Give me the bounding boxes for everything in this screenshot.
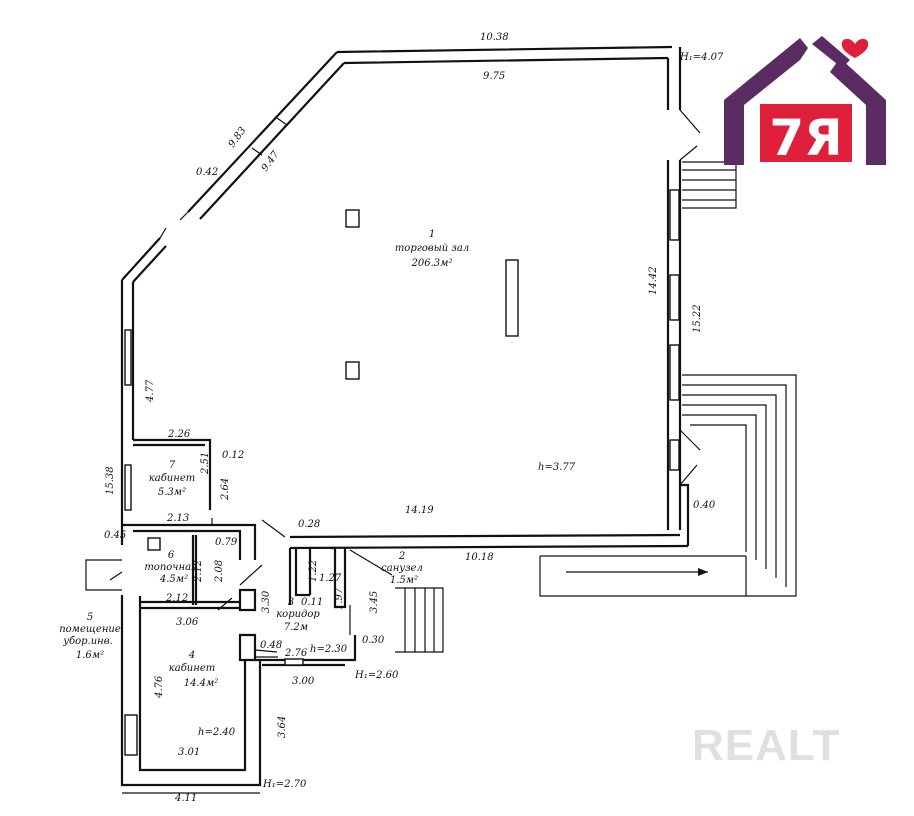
dim-label: 15.22 [692,304,703,333]
room-1-number: 1 [429,229,435,240]
dim-label: 14.19 [405,505,434,516]
dim-label: 3.64 [277,716,288,738]
room-2-number: 2 [398,551,405,562]
dim-label: 0.79 [215,537,238,548]
dim-label: 2.76 [284,648,308,659]
room-7-area: 5.3м² [158,487,186,498]
dim-label: 0.45 [104,530,126,541]
room-3-name: коридор [276,609,320,620]
room-7-name: кабинет [149,473,195,484]
dim-label: 2.51 [200,452,211,475]
logo-text-small: моя [781,77,828,102]
dim-label: 0.11 [301,597,323,608]
entrance-steps [395,161,797,653]
room-3-area: 7.2м [284,622,308,633]
dim-label: 3.30 [261,590,272,613]
dim-label: 10.38 [480,32,509,43]
height-labels: H₁=4.07 h=3.77 h=2.40 h=2.30 H₁=2.60 H₁=… [198,52,724,790]
dim-label: 15.38 [105,466,116,495]
dim-label: 1.22 [308,560,319,582]
room-6-area: 4.5м² [159,574,188,585]
dim-label: 4.76 [154,675,165,699]
exterior-walls [120,45,701,550]
room-labels: 1 торговый зал 206.3м² 2 санузел 1.5м² 3… [59,229,469,689]
room-5-number: 5 [87,612,93,623]
dim-label: 9.83 [227,125,249,149]
dim-label: 2.08 [214,560,225,583]
dim-label: 4.11 [174,793,197,804]
dim-label: 9.75 [483,71,505,82]
room-4-area: 14.4м² [184,678,219,689]
height-label: h=3.77 [538,462,576,473]
dim-label: 0.40 [693,500,716,511]
room-5-name-1: помещение [59,624,121,635]
dim-label: 9.47 [260,149,282,174]
dim-label: 0.12 [222,450,244,461]
dim-label: 10.18 [465,552,494,563]
room-5-area: 1.6м² [76,650,104,661]
display-counter [505,259,519,337]
dim-label: 1.27 [319,573,342,584]
dim-label: 0.42 [196,167,218,178]
dim-label: 0.30 [362,635,385,646]
dimension-labels: 10.38 9.75 9.83 9.47 0.42 14.42 15.22 4.… [104,32,716,804]
room-6-number: 6 [168,550,175,561]
realt-watermark: REALT [692,721,840,770]
dim-label: 1.97 [334,587,345,610]
dim-label: 2.12 [165,593,188,604]
room-1-area: 206.3м² [411,258,453,269]
dim-label: 0.28 [298,519,320,530]
height-label: H₁=2.60 [354,670,399,681]
logo-text-big: 7Я [769,109,842,167]
column-marker [345,361,360,380]
dim-label: 3.01 [178,747,200,758]
dim-label: 3.45 [369,591,380,613]
room-4-number: 4 [188,650,195,661]
room-1-name: торговый зал [395,243,469,254]
heart-icon [841,38,869,58]
dim-label: 2.64 [220,478,231,501]
room-2-area: 1.5м² [390,575,418,586]
dim-label: 2.12 [193,560,204,583]
moya-logo: моя 7Я [724,36,886,167]
height-label: H₁=4.07 [679,52,724,63]
column-marker [345,209,360,228]
dim-label: 3.06 [176,617,199,628]
service-rooms [85,438,393,787]
dim-label: 2.13 [166,513,189,524]
room-7-number: 7 [169,460,176,471]
dim-label: 3.00 [292,676,315,687]
dim-label: 14.42 [648,266,659,295]
dim-label: 0.48 [260,640,282,651]
hall-features [345,209,519,380]
room-4-name: кабинет [169,663,215,674]
height-label: H₁=2.70 [262,779,307,790]
dim-label: 4.77 [145,379,156,403]
height-label: h=2.40 [198,727,236,738]
room-2-name: санузел [381,563,423,574]
room-3-number: 3 [288,597,294,608]
height-label: h=2.30 [310,644,348,655]
room-5-name-2: убор.инв. [62,636,113,647]
dim-label: 2.26 [167,429,191,440]
room-6-name: топочная [144,562,197,573]
